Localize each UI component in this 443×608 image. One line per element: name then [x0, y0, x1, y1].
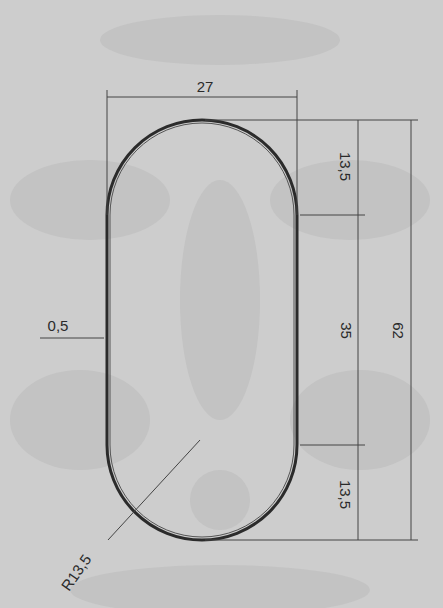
dimension-value: 0,5	[48, 318, 69, 333]
inner-outline	[110, 123, 294, 537]
dimension-value: 35	[339, 322, 354, 339]
dimension-value: 13,5	[338, 479, 353, 508]
dimension-lines	[40, 90, 418, 540]
oval-outline	[107, 120, 297, 540]
dimension-value: 13,5	[338, 151, 353, 180]
dimension-value: 62	[391, 322, 406, 339]
watermark	[10, 15, 430, 608]
dimension-value: 27	[197, 79, 214, 94]
